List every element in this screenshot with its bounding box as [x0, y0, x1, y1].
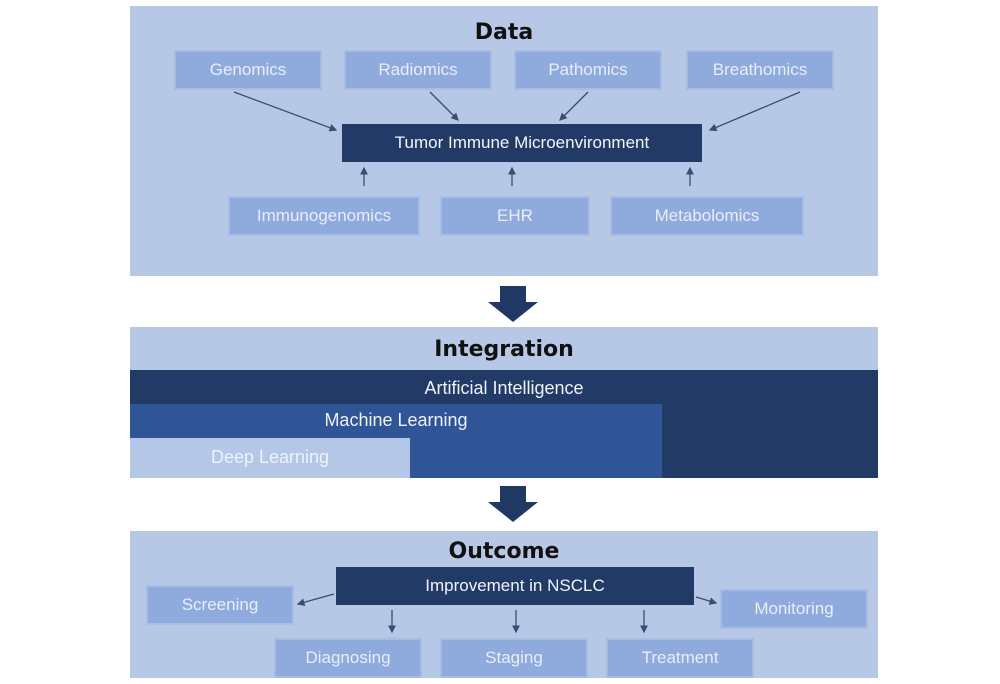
machine-learning-label: Machine Learning [324, 410, 468, 430]
outcome-heading: Outcome [448, 539, 560, 564]
data-heading: Data [474, 20, 534, 45]
genomics-box: Genomics [174, 50, 322, 90]
deep-learning-label: Deep Learning [210, 447, 330, 467]
deep-learning-layer: Deep Learning [130, 438, 410, 478]
genomics-connector [233, 91, 338, 132]
ehr-box: EHR [440, 196, 590, 236]
data-to-integration-arrow [488, 286, 538, 322]
pathomics-box: Pathomics [514, 50, 662, 90]
breathomics-connector [708, 91, 801, 132]
screening-connector [296, 593, 335, 607]
diagnosing-box: Diagnosing [274, 638, 422, 678]
treatment-box: Treatment [606, 638, 754, 678]
breathomics-box: Breathomics [686, 50, 834, 90]
tumor-immune-microenvironment-box: Tumor Immune Microenvironment [342, 124, 702, 162]
integration-to-outcome-arrow [488, 486, 538, 522]
radiomics-box: Radiomics [344, 50, 492, 90]
radiomics-connector [429, 91, 459, 121]
metabolomics-box: Metabolomics [610, 196, 804, 236]
improvement-in-nsclc-box: Improvement in NSCLC [336, 567, 694, 605]
integration-heading: Integration [434, 337, 574, 362]
artificial-intelligence-label: Artificial Intelligence [424, 378, 584, 398]
immunogenomics-box: Immunogenomics [228, 196, 420, 236]
pathomics-connector [559, 91, 589, 121]
monitoring-connector [695, 596, 718, 605]
monitoring-box: Monitoring [720, 589, 868, 629]
screening-box: Screening [146, 585, 294, 625]
staging-box: Staging [440, 638, 588, 678]
